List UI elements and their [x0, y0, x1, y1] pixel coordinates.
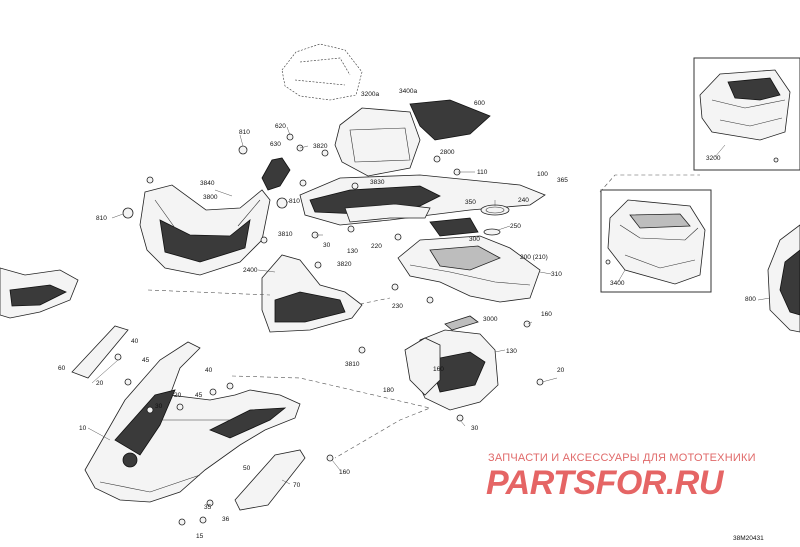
callout-30-mid: 30	[155, 403, 163, 410]
callout-36: 36	[222, 516, 230, 523]
callout-310: 310	[551, 271, 562, 278]
callout-160-upper: 160	[541, 311, 552, 318]
callout-3820-top: 3820	[313, 143, 328, 150]
part-350-module	[429, 217, 479, 237]
callout-35: 35	[204, 504, 212, 511]
watermark-logo: PARTSFOR.RU	[486, 464, 723, 502]
part-10-front-fairing	[84, 341, 301, 503]
part-left-side-panel	[0, 267, 79, 319]
part-240-ring	[480, 204, 510, 216]
callout-3840: 3840	[200, 180, 215, 187]
part-3800-front-frame	[139, 184, 271, 276]
callout-3810-upper: 3810	[278, 231, 293, 238]
part-220-brace	[344, 203, 431, 223]
callout-220: 220	[371, 243, 382, 250]
part-800-right-side-panel	[767, 224, 800, 333]
callout-110: 110	[477, 169, 488, 176]
callout-130-lower: 130	[506, 348, 517, 355]
part-3200a-cover	[281, 43, 363, 101]
callout-230: 230	[392, 303, 403, 310]
callout-620: 620	[275, 123, 286, 130]
callout-240: 240	[518, 197, 529, 204]
callout-3000: 3000	[483, 316, 498, 323]
callout-3810-lower: 3810	[345, 361, 360, 368]
callout-3400a: 3400a	[399, 88, 417, 95]
callout-3830: 3830	[370, 179, 385, 186]
part-60-strip	[71, 325, 129, 379]
part-180-trim	[404, 337, 441, 396]
callout-160-lower: 160	[339, 469, 350, 476]
part-3400-inset	[607, 199, 706, 285]
callout-60: 60	[58, 365, 66, 372]
callout-labels: 3200a 3400a 600 620 630 3820 810 810 810…	[58, 88, 756, 540]
callout-630: 630	[270, 141, 281, 148]
callout-180: 180	[383, 387, 394, 394]
callout-20-mid: 20	[174, 392, 182, 399]
callout-800: 800	[745, 296, 756, 303]
callout-15: 15	[196, 533, 204, 540]
callout-40-mid: 40	[205, 367, 213, 374]
callout-810-mid: 810	[289, 198, 300, 205]
callout-100: 100	[537, 171, 548, 178]
callout-200-210: 200 (210)	[520, 254, 548, 261]
callout-45-left: 45	[142, 357, 150, 364]
callout-50: 50	[243, 465, 251, 472]
callout-130-upper: 130	[347, 248, 358, 255]
part-70-panel	[234, 449, 306, 511]
callout-20-right: 20	[557, 367, 565, 374]
callout-3200a: 3200a	[361, 91, 379, 98]
callout-250: 250	[510, 223, 521, 230]
part-250-ring	[483, 228, 501, 236]
callout-350: 350	[465, 199, 476, 206]
callout-30-upper: 30	[323, 242, 331, 249]
callout-600: 600	[474, 100, 485, 107]
callout-45-mid: 45	[195, 392, 203, 399]
fasteners	[114, 133, 779, 526]
callout-365: 365	[557, 177, 568, 184]
callout-160-mid: 160	[433, 366, 444, 373]
callout-3400-inset: 3400	[610, 280, 625, 287]
assembly-lines	[147, 174, 700, 459]
part-200-center-tray	[397, 235, 541, 303]
leader-lines	[87, 126, 771, 485]
part-2400-inner-frame	[261, 254, 363, 333]
callout-70: 70	[293, 482, 301, 489]
part-810-panel	[261, 157, 291, 191]
part-3400a-frame	[334, 107, 421, 177]
callout-3200-inset: 3200	[706, 155, 721, 162]
callout-40-left: 40	[131, 338, 139, 345]
callout-810-top: 810	[239, 129, 250, 136]
callout-2400: 2400	[243, 267, 258, 274]
part-3000-strip	[444, 315, 479, 331]
callout-810-left: 810	[96, 215, 107, 222]
callout-3800: 3800	[203, 194, 218, 201]
callout-30-lower: 30	[471, 425, 479, 432]
callout-10: 10	[79, 425, 87, 432]
callout-300: 300	[469, 236, 480, 243]
watermark-tagline: ЗАПЧАСТИ И АКСЕССУАРЫ ДЛЯ МОТОТЕХНИКИ	[488, 452, 756, 464]
diagram-reference-code: 38M20431	[733, 535, 764, 542]
part-3200-inset	[699, 69, 791, 141]
callout-2800: 2800	[440, 149, 455, 156]
callout-3820-mid: 3820	[337, 261, 352, 268]
part-600-trim	[409, 99, 491, 141]
callout-20-left: 20	[96, 380, 104, 387]
